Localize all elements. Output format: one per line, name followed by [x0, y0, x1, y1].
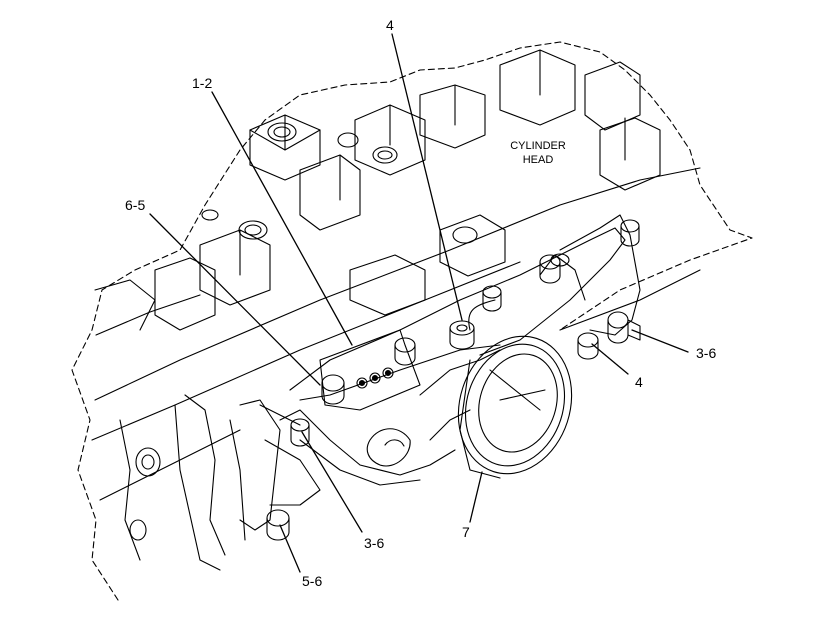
bolt-stud-left	[259, 404, 310, 447]
bolt-left-upper	[394, 337, 416, 366]
leader-3-6-right	[631, 329, 689, 353]
leader-1-2	[211, 91, 353, 346]
bolt-mid-right	[539, 254, 561, 284]
leader-4-top	[391, 33, 463, 321]
bolt-upper-right	[620, 219, 640, 247]
cylinder-head-label-line1: CYLINDER	[510, 140, 566, 152]
leader-6-5	[149, 213, 321, 386]
callout-6-5: 6-5	[125, 197, 146, 213]
leader-lines	[149, 33, 689, 573]
cylinder-head-label: CYLINDER HEAD	[498, 139, 578, 167]
cylinder-head-body	[91, 167, 701, 571]
cylinder-head-label-line2: HEAD	[522, 154, 554, 166]
leader-3-6-bottom	[301, 431, 363, 533]
bolt-lower-left	[266, 509, 290, 541]
bolts	[259, 219, 641, 541]
housing-assembly	[239, 214, 641, 531]
leader-7	[469, 471, 483, 523]
callout-5-6: 5-6	[302, 573, 323, 589]
bolt-top-center	[449, 320, 475, 350]
bolt-right-small	[577, 332, 599, 360]
leader-5-6	[279, 524, 301, 573]
leader-4-right	[591, 343, 629, 375]
cylinder-head-outline	[71, 41, 753, 601]
callout-4-right: 4	[635, 374, 643, 390]
bolt-holes	[129, 122, 570, 541]
callout-7: 7	[462, 524, 470, 540]
callout-3-6-right: 3-6	[696, 345, 717, 361]
callout-1-2: 1-2	[192, 75, 213, 91]
callout-3-6-bottom: 3-6	[364, 535, 385, 551]
valve-bosses-top	[154, 49, 661, 331]
outlet-flange	[457, 335, 573, 479]
bolt-center-right	[482, 285, 502, 312]
bolt-left-mid	[321, 374, 345, 405]
callout-4-top: 4	[386, 17, 394, 33]
